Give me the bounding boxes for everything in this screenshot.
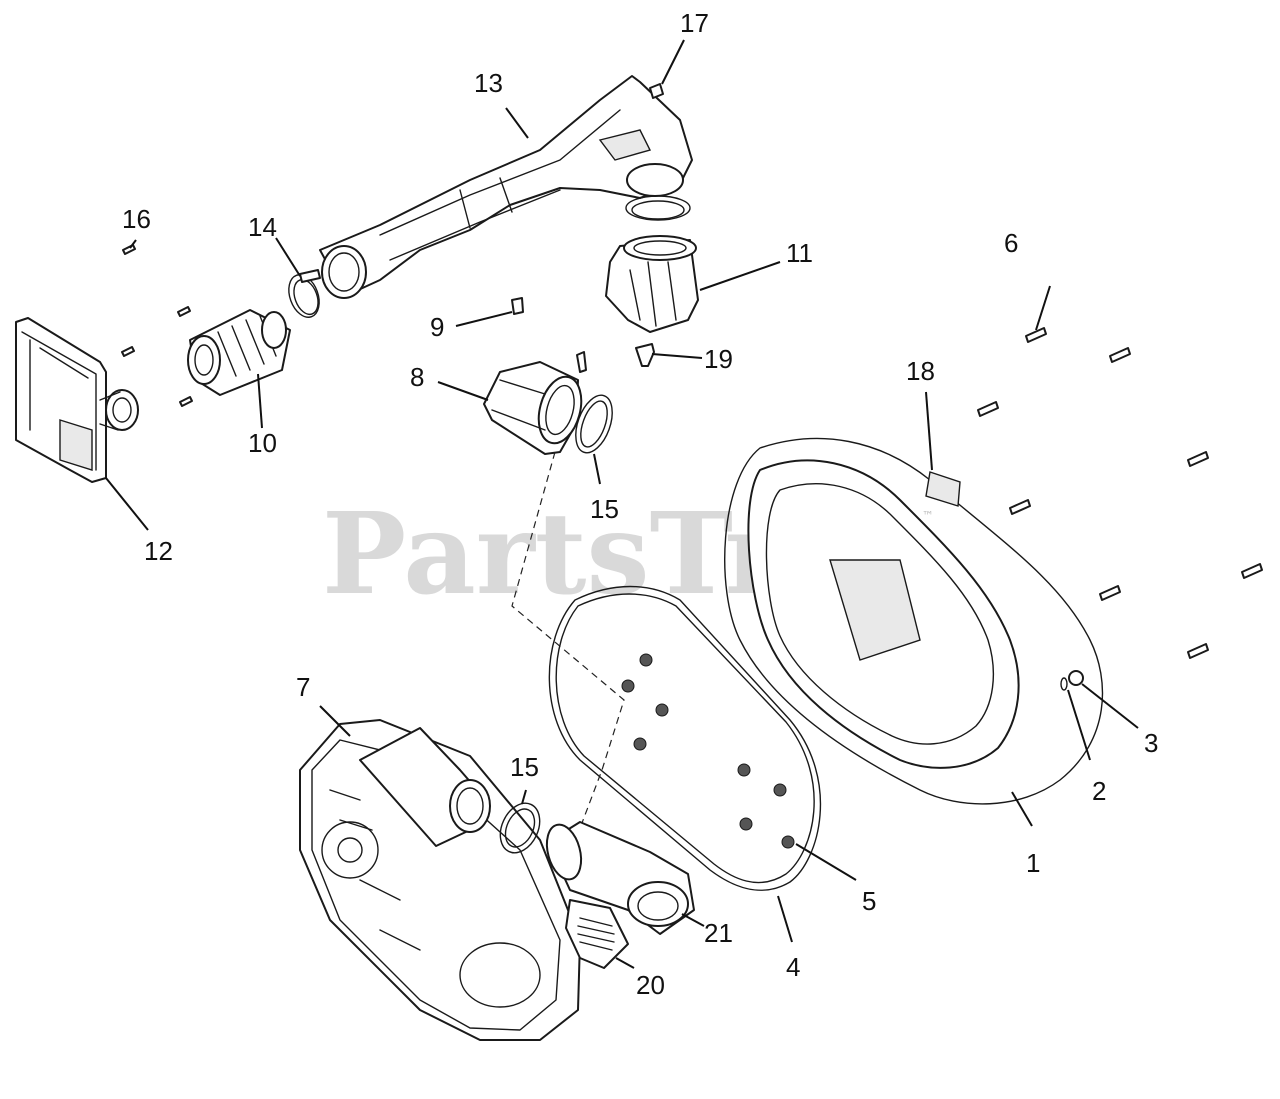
part-5-bolts[interactable] <box>621 653 795 849</box>
part-21-lower-duct[interactable] <box>541 821 695 935</box>
callout-2[interactable]: 2 <box>1092 776 1106 806</box>
part-12-intake-housing[interactable] <box>15 317 139 483</box>
callout-18[interactable]: 18 <box>906 356 935 386</box>
callout-19[interactable]: 19 <box>704 344 733 374</box>
part-17-screw[interactable] <box>649 83 664 99</box>
part-8-duct-elbow[interactable] <box>483 351 588 455</box>
callout-16[interactable]: 16 <box>122 204 151 234</box>
watermark-trademark: ™ <box>922 509 934 523</box>
callout-14[interactable]: 14 <box>248 212 277 242</box>
callout-6[interactable]: 6 <box>1004 228 1018 258</box>
part-15-upper-clamp[interactable] <box>569 390 620 457</box>
callout-15-lower[interactable]: 15 <box>510 752 539 782</box>
part-16-screws[interactable] <box>121 244 193 407</box>
callout-1[interactable]: 1 <box>1026 848 1040 878</box>
callout-12[interactable]: 12 <box>144 536 173 566</box>
part-6-screws[interactable] <box>977 327 1263 659</box>
callout-8[interactable]: 8 <box>410 362 424 392</box>
callout-20[interactable]: 20 <box>636 970 665 1000</box>
part-14-hose-clamp[interactable] <box>283 269 324 321</box>
part-18-label[interactable] <box>925 471 961 507</box>
part-2-oring[interactable] <box>1060 677 1068 691</box>
callout-17[interactable]: 17 <box>680 8 709 38</box>
callout-labels: 1 2 3 4 5 6 7 8 9 10 11 12 13 14 15 15 1… <box>122 8 1158 1000</box>
callout-7[interactable]: 7 <box>296 672 310 702</box>
callout-3[interactable]: 3 <box>1144 728 1158 758</box>
callout-9[interactable]: 9 <box>430 312 444 342</box>
part-19-grommet[interactable] <box>635 343 655 367</box>
part-1-outer-cover[interactable] <box>724 437 1104 805</box>
leader-lines <box>105 39 1139 969</box>
part-20-screen[interactable] <box>565 899 629 969</box>
callout-11[interactable]: 11 <box>786 238 813 268</box>
callout-5[interactable]: 5 <box>862 886 876 916</box>
callout-10[interactable]: 10 <box>248 428 277 458</box>
part-9-screw[interactable] <box>511 297 524 315</box>
part-3-plug[interactable] <box>1068 670 1084 686</box>
callout-13[interactable]: 13 <box>474 68 503 98</box>
part-10-intake-boot[interactable] <box>187 309 291 396</box>
callout-21[interactable]: 21 <box>704 918 733 948</box>
part-13-intake-duct[interactable] <box>319 75 693 299</box>
callout-4[interactable]: 4 <box>786 952 800 982</box>
part-11-clamp[interactable] <box>625 195 691 221</box>
callout-15-upper[interactable]: 15 <box>590 494 619 524</box>
part-7-inner-cover[interactable] <box>299 719 581 1041</box>
part-11-adapter[interactable] <box>605 235 699 333</box>
part-4-drive-belt[interactable] <box>548 585 822 891</box>
part-15-lower-clamp[interactable] <box>493 797 548 859</box>
routing-dashed-line <box>511 451 625 861</box>
